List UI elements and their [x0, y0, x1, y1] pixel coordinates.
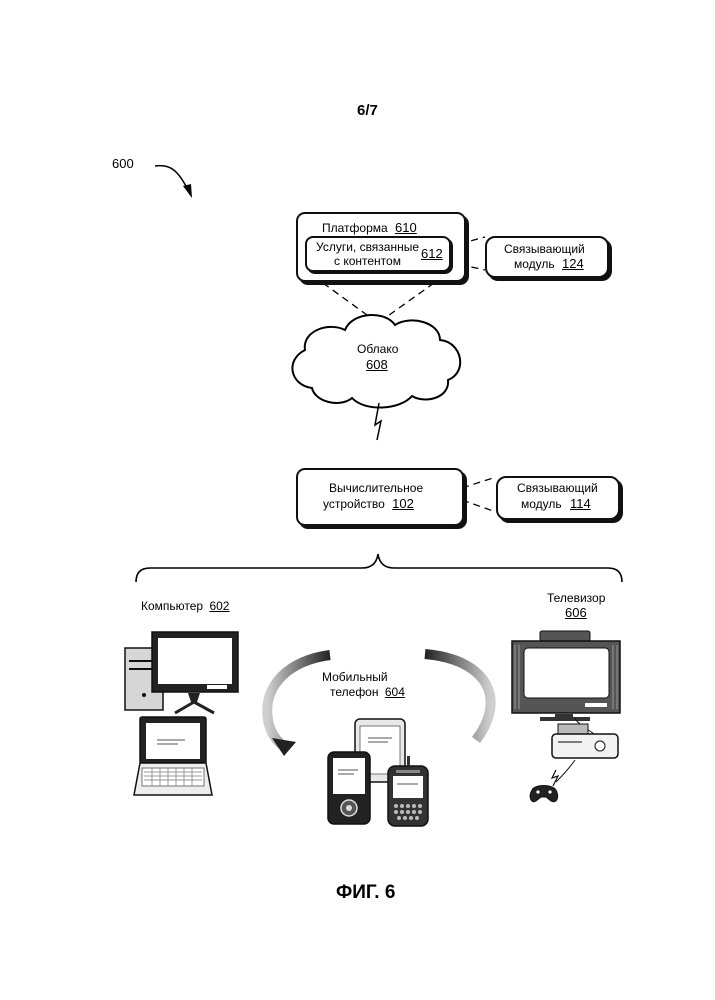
link-module-top-line1: Связывающий	[504, 242, 585, 256]
sheet-number: 6/7	[357, 104, 378, 118]
computing-device-label: устройство	[323, 497, 385, 511]
computing-device-number: 102	[392, 496, 414, 511]
mobile-phone-icon	[328, 752, 370, 824]
link-module-top-line2: модуль 124	[514, 257, 584, 271]
computer-label: Компьютер 602	[141, 599, 229, 613]
television-icon	[512, 631, 620, 721]
computing-device-line1: Вычислительное	[329, 481, 423, 495]
mobile-label-line2: телефон 604	[330, 685, 405, 699]
platform-label: Платформа 610	[322, 221, 417, 235]
mobile-label-line1: Мобильный	[322, 670, 388, 684]
computing-device-line2: устройство 102	[323, 497, 414, 511]
mobile-number: 604	[385, 685, 405, 699]
sync-arrow-right	[425, 654, 491, 740]
link-module-bottom-line1: Связывающий	[517, 481, 598, 495]
services-number: 612	[421, 247, 443, 261]
tv-label: Телевизор	[547, 591, 605, 605]
desktop-computer-icon	[125, 632, 238, 713]
computer-number: 602	[209, 599, 229, 613]
tv-number: 606	[565, 606, 587, 620]
figure-caption: ФИГ. 6	[336, 882, 395, 904]
link-module-bottom-label: модуль	[521, 497, 562, 511]
platform-number: 610	[395, 220, 417, 235]
platform-name: Платформа	[322, 221, 388, 235]
link-module-bottom-line2: модуль 114	[521, 497, 591, 511]
laptop-icon	[134, 717, 212, 795]
link-module-top-number: 124	[562, 256, 584, 271]
link-module-top-label: модуль	[514, 257, 555, 271]
mobile-name: телефон	[330, 685, 379, 699]
link-module-bottom-number: 114	[570, 496, 591, 511]
services-line2: с контентом	[334, 254, 401, 268]
figure-ref-arrow	[155, 166, 192, 198]
game-console-icon	[552, 718, 618, 782]
cloud-label: Облако	[357, 342, 398, 356]
cloud-number: 608	[366, 358, 388, 372]
sync-arrow-left	[267, 655, 330, 756]
gamepad-icon	[530, 770, 558, 802]
computer-name: Компьютер	[141, 599, 203, 613]
services-line1: Услуги, связанные	[316, 240, 419, 254]
figure-reference-number: 600	[112, 157, 134, 171]
device-brace	[136, 554, 622, 582]
smartphone-icon	[388, 756, 428, 826]
